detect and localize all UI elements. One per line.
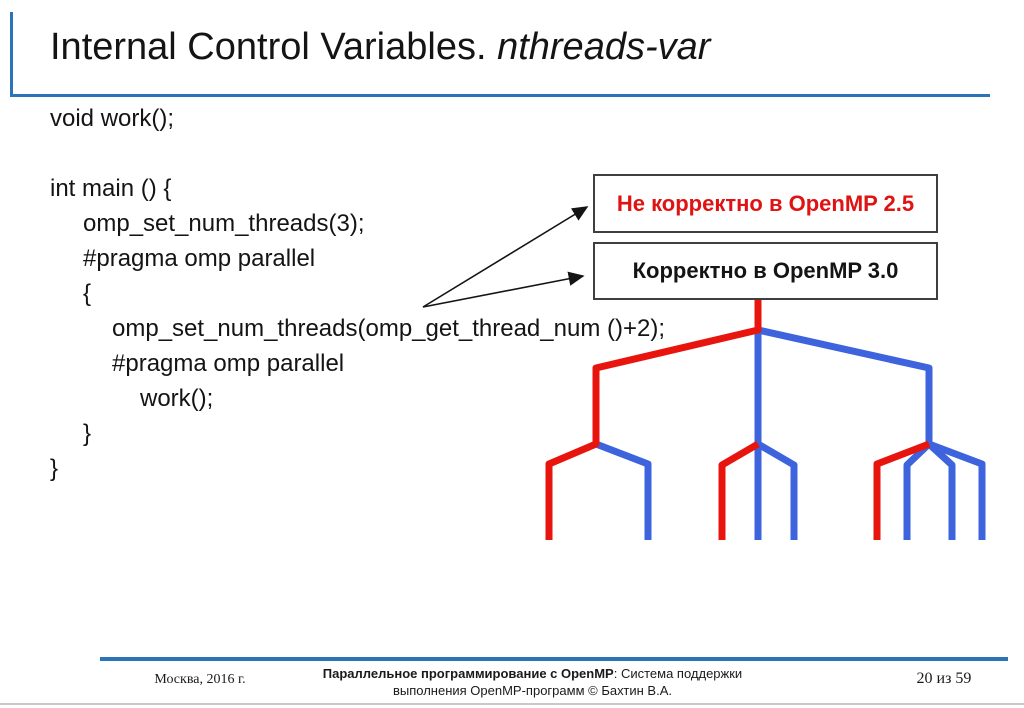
annotation-box-incorrect-label: Не корректно в OpenMP 2.5 (616, 190, 915, 216)
annotation-arrow (422, 271, 585, 308)
thread-line (756, 440, 798, 540)
annotation-box-correct: Корректно в OpenMP 3.0 (593, 242, 938, 300)
thread-line (594, 440, 652, 540)
code-line: void work(); (50, 105, 175, 132)
header-accent-vertical-line (10, 12, 13, 97)
code-line: { (83, 280, 92, 307)
thread-line (927, 440, 986, 540)
thread-line (545, 300, 762, 540)
page-title: Internal Control Variables. nthreads-var (50, 26, 710, 69)
thread-line (926, 441, 956, 540)
code-line: #pragma omp parallel (83, 245, 316, 272)
annotation-box-incorrect: Не корректно в OpenMP 2.5 (593, 174, 938, 233)
code-line: omp_set_num_threads(omp_get_thread_num (… (112, 315, 665, 342)
footer-place: Москва, 2016 г. (154, 672, 246, 687)
thread-line (718, 440, 760, 540)
code-block: void work(); int main () { omp_set_num_th… (50, 101, 665, 486)
code-line: } (83, 420, 92, 447)
footer-caption: Параллельное программирование с OpenMP: … (295, 665, 770, 699)
footer-accent-bar (100, 657, 1008, 661)
slide-bottom-edge (0, 703, 1024, 705)
code-line: omp_set_num_threads(3); (83, 210, 365, 237)
code-line: work(); (140, 385, 214, 412)
header-accent-horizontal-line (10, 94, 990, 97)
thread-line (903, 441, 932, 540)
page-title-regular: Internal Control Variables. (50, 26, 498, 68)
annotation-arrow (422, 206, 589, 308)
thread-line (757, 326, 933, 444)
footer-caption-rest: : Система поддержки выполнения OpenMP-пр… (392, 666, 743, 698)
code-line: #pragma omp parallel (112, 350, 345, 377)
footer-page-number: 20 из 59 (916, 670, 972, 687)
footer-caption-bold: Параллельное программирование с OpenMP (322, 666, 614, 681)
code-line: } (50, 455, 59, 482)
annotation-box-correct-label: Корректно в OpenMP 3.0 (632, 258, 899, 283)
thread-line (873, 440, 931, 540)
page-title-italic: nthreads-var (497, 26, 711, 68)
code-line: int main () { (50, 175, 172, 202)
